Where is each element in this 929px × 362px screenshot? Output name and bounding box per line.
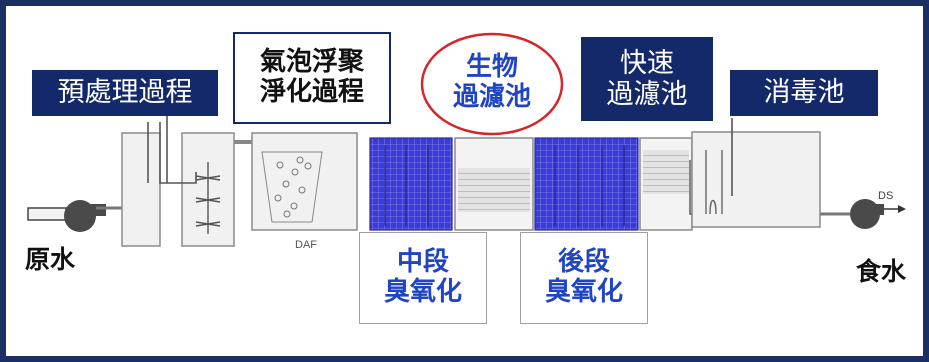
highlight-circle — [420, 32, 564, 136]
rapid-filter — [639, 137, 698, 231]
post-ozone-label: 後段 臭氧化 — [520, 232, 648, 324]
disinfection-tank — [691, 118, 821, 228]
raw-water-label: 原水 — [24, 244, 75, 274]
bio-filter-label: 生物 過濾池 — [452, 52, 531, 112]
biological-filter — [454, 137, 534, 231]
raw-water-pump — [27, 200, 106, 232]
pretreatment-tanks — [121, 132, 235, 247]
pretreatment-label: 預處理過程 — [32, 70, 218, 116]
mixer-paddles — [195, 162, 221, 234]
daf-tank: DAF — [251, 132, 358, 251]
ds-label: DS — [878, 190, 893, 202]
daf-process-label: 氣泡浮聚 淨化過程 — [233, 32, 391, 124]
mid-ozone-contactor — [369, 137, 453, 231]
drinking-water-label: 食水 — [855, 256, 906, 286]
disinfection-label: 消毒池 — [730, 70, 878, 116]
daf-label: DAF — [295, 239, 317, 251]
rapid-filter-label: 快速 過濾池 — [581, 37, 713, 121]
mid-ozone-label: 中段 臭氧化 — [359, 232, 487, 324]
post-ozone-contactor — [534, 137, 639, 231]
product-water-pump: DS — [850, 190, 906, 229]
